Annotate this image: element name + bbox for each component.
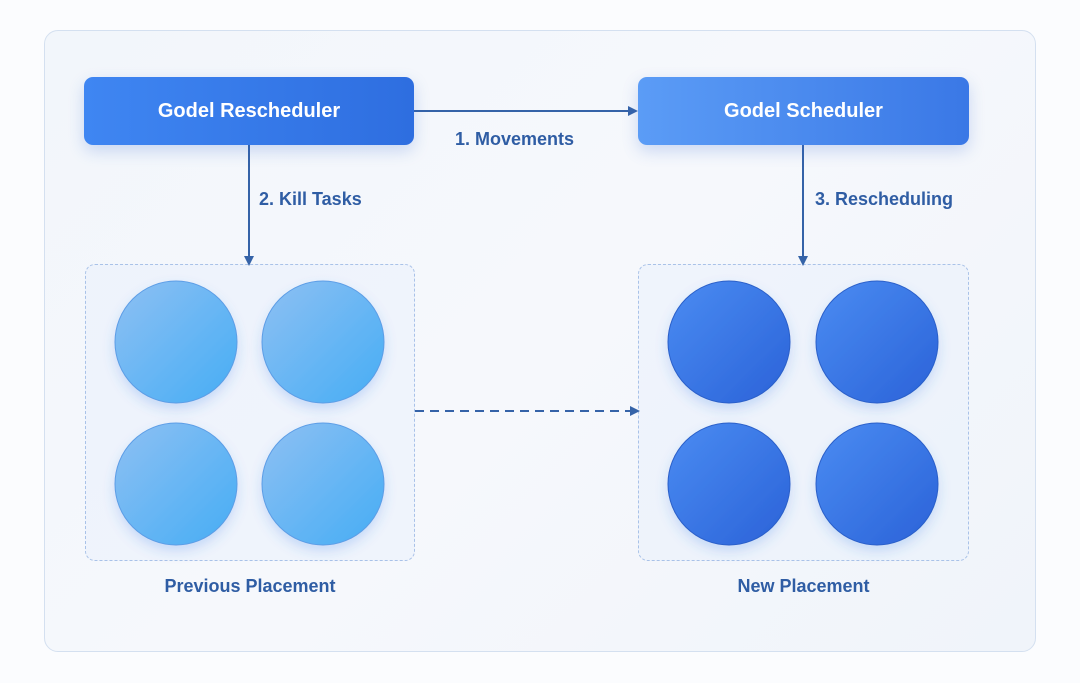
previous-task-2	[261, 280, 385, 404]
godel-rescheduler-node: Godel Rescheduler	[84, 77, 414, 145]
new-task-1	[667, 280, 791, 404]
new-task-3	[667, 422, 791, 546]
rescheduling-label: 3. Rescheduling	[815, 189, 954, 209]
previous-task-4	[261, 422, 385, 546]
kill-tasks-label: 2. Kill Tasks	[259, 189, 362, 209]
new-task-circles	[667, 280, 939, 546]
previous-placement-caption: Previous Placement	[164, 576, 336, 596]
godel-scheduler-label: Godel Scheduler	[724, 99, 883, 122]
previous-task-3	[114, 422, 238, 546]
new-task-4	[815, 422, 939, 546]
godel-scheduler-node: Godel Scheduler	[638, 77, 969, 145]
new-placement-caption: New Placement	[737, 576, 870, 596]
previous-task-circles	[114, 280, 385, 546]
movements-label: 1. Movements	[455, 129, 575, 149]
godel-rescheduler-label: Godel Rescheduler	[157, 99, 341, 122]
new-task-2	[815, 280, 939, 404]
previous-task-1	[114, 280, 238, 404]
